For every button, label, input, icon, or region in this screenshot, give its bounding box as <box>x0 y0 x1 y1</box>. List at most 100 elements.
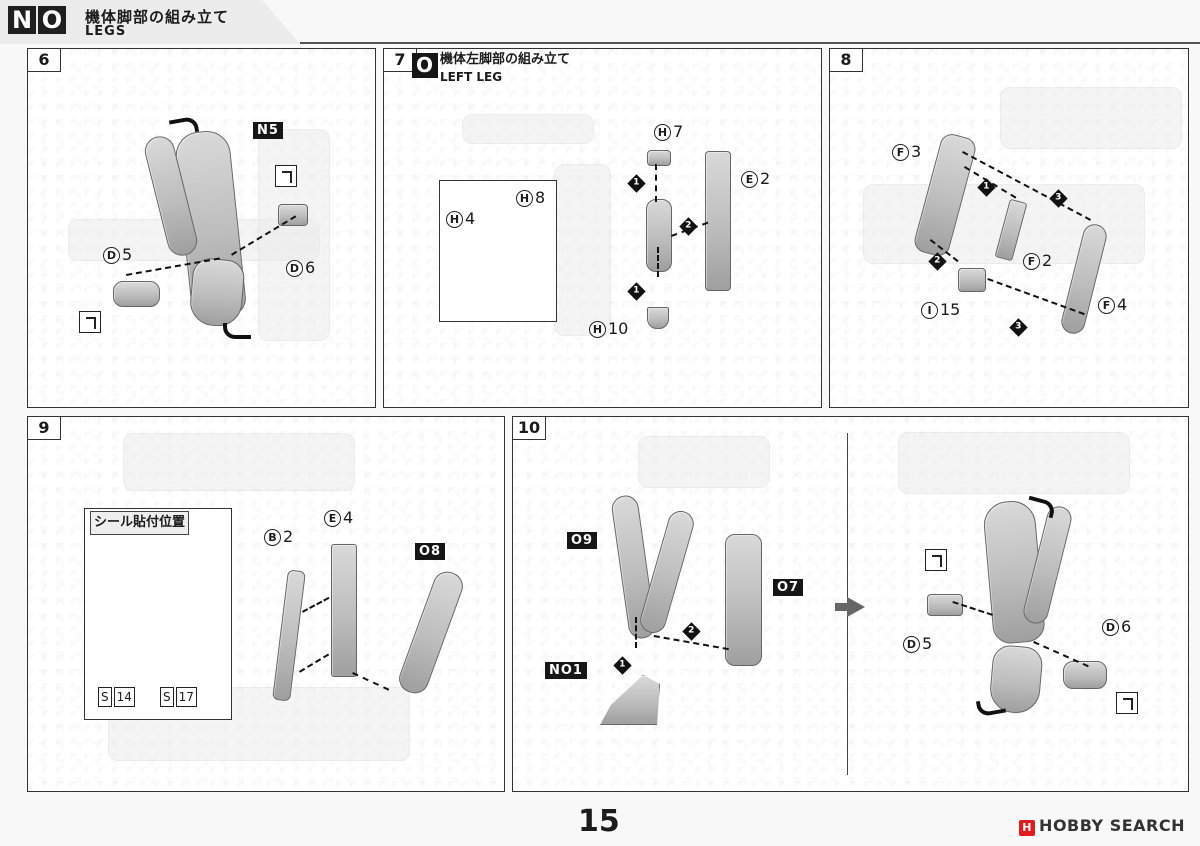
part-f-circle: F <box>1023 252 1040 270</box>
sticker-position-box <box>84 508 232 720</box>
part-e2-number: 2 <box>760 169 771 188</box>
part-h-circle: H <box>516 189 533 207</box>
section-title-en: LEGS <box>85 24 127 39</box>
part-h-circle: H <box>654 123 671 141</box>
part-o7 <box>725 534 762 666</box>
assembly-arrow <box>657 247 659 277</box>
o7-badge: O7 <box>773 579 804 596</box>
part-h7 <box>647 150 671 166</box>
assembly-arrow <box>299 653 330 673</box>
page-number: 15 <box>578 804 620 839</box>
background-ghost <box>554 164 611 336</box>
part-d6-number: 6 <box>305 258 316 277</box>
seal-icon <box>1116 692 1138 714</box>
step-7-title-en: LEFT LEG <box>440 70 503 84</box>
leg-part <box>113 281 160 307</box>
step-7-title-jp: 機体左脚部の組み立て <box>440 52 571 67</box>
step-6-number: 6 <box>28 49 61 72</box>
background-ghost <box>462 114 594 144</box>
leg-part <box>927 594 963 616</box>
part-e4 <box>331 544 357 677</box>
section-title-jp: 機体脚部の組み立て <box>85 8 230 26</box>
step-badge-2: 2 <box>682 622 701 641</box>
part-h10 <box>647 307 669 329</box>
leg-cylinder <box>646 199 672 272</box>
part-e2 <box>705 151 731 291</box>
step-8-number: 8 <box>830 49 863 72</box>
part-e-circle: E <box>324 509 341 527</box>
part-f-circle: F <box>892 143 909 161</box>
seal-icon <box>275 165 297 187</box>
section-badge-o: O <box>38 6 66 34</box>
part-d-circle: D <box>286 259 303 277</box>
watermark-text: HOBBY SEARCH <box>1039 816 1185 835</box>
seal-icon <box>925 549 947 571</box>
leg-part <box>1063 661 1107 689</box>
rotation-arrow-icon <box>223 323 251 339</box>
assembly-arrow <box>635 617 637 648</box>
part-f3-number: 3 <box>911 142 922 161</box>
part-i-circle: I <box>921 301 938 319</box>
background-ghost <box>258 129 330 341</box>
background-ghost <box>1000 87 1182 149</box>
o8-badge: O8 <box>415 543 446 560</box>
no1-badge: NO1 <box>545 662 587 679</box>
sticker-s14-number: 14 <box>113 687 135 707</box>
assembly-arrow <box>655 164 657 202</box>
step-10-number: 10 <box>513 417 546 440</box>
background-ghost <box>638 436 770 488</box>
step-badge-1: 1 <box>627 174 646 193</box>
sticker-s-box: S <box>160 687 174 707</box>
section-badge-n: N <box>8 6 36 34</box>
part-e4-number: 4 <box>343 508 354 527</box>
part-f4-number: 4 <box>1117 295 1128 314</box>
background-ghost <box>123 433 355 491</box>
part-h-circle: H <box>446 210 463 228</box>
leg-part <box>188 256 246 329</box>
part-b2 <box>272 569 306 702</box>
sticker-s17-number: 17 <box>175 687 197 707</box>
leg-part <box>278 204 308 226</box>
background-ghost <box>898 432 1130 494</box>
header-rule <box>300 42 1200 44</box>
part-d6-number: 6 <box>1121 617 1132 636</box>
subsection-o-badge: O <box>412 53 438 78</box>
part-i15-number: 15 <box>940 300 961 319</box>
part-o8 <box>395 567 467 698</box>
part-f2-number: 2 <box>1042 251 1053 270</box>
step-9-number: 9 <box>28 417 61 440</box>
part-h8-number: 8 <box>535 188 546 207</box>
part-d-circle: D <box>903 635 920 653</box>
part-e-circle: E <box>741 170 758 188</box>
rotation-arrow-icon <box>975 696 1007 718</box>
seal-icon <box>79 311 101 333</box>
part-d-circle: D <box>103 246 120 264</box>
part-h7-number: 7 <box>673 122 684 141</box>
part-h10-number: 10 <box>608 319 629 338</box>
sticker-s-box: S <box>98 687 112 707</box>
sticker-position-title: シール貼付位置 <box>90 511 190 535</box>
n5-badge: N5 <box>253 122 283 139</box>
